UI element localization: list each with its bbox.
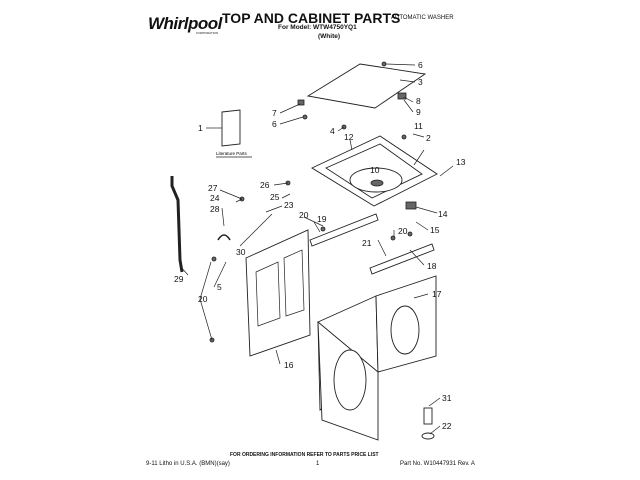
callout-2: 2	[426, 133, 431, 143]
screw	[211, 256, 217, 262]
callout-17: 17	[432, 289, 442, 299]
callout-20a: 20	[299, 210, 309, 220]
callout-7: 7	[272, 108, 277, 118]
rear-panel-rib	[283, 249, 305, 317]
callout-9: 9	[416, 107, 421, 117]
callout-29: 29	[174, 274, 184, 284]
callout-6a: 6	[418, 60, 423, 70]
callout-20c: 20	[198, 294, 208, 304]
callout-23: 23	[284, 200, 294, 210]
product-type: AUTOMATIC WASHER	[391, 15, 454, 21]
screw	[381, 61, 387, 67]
callout-5: 5	[217, 282, 222, 292]
leader-lines	[179, 63, 454, 435]
callout-22: 22	[442, 421, 452, 431]
callout-21: 21	[362, 238, 372, 248]
screw	[407, 231, 413, 237]
callout-31: 31	[442, 393, 452, 403]
rear-panel-rib	[255, 261, 281, 327]
leveling-foot	[421, 432, 435, 440]
page-title: TOP AND CABINET PARTS	[222, 10, 401, 26]
cabinet-front-emboss	[333, 349, 367, 411]
callout-6b: 6	[272, 119, 277, 129]
callout-30: 30	[236, 247, 246, 257]
screw	[401, 134, 407, 140]
callout-13: 13	[456, 157, 466, 167]
literature-booklet	[221, 109, 241, 147]
callout-11: 11	[414, 121, 423, 131]
lid-switch-assembly	[405, 201, 417, 210]
footer-part-number: Part No. W10447931 Rev. A	[400, 461, 475, 467]
callout-20b: 20	[398, 226, 408, 236]
callout-27: 27	[208, 183, 218, 193]
callout-18: 18	[427, 261, 437, 271]
callout-28: 28	[210, 204, 220, 214]
callout-15: 15	[430, 225, 440, 235]
callout-16: 16	[284, 360, 294, 370]
callout-25: 25	[270, 192, 280, 202]
rear-panel	[245, 229, 311, 357]
brand-logo-subtitle: CORPORATION	[196, 31, 219, 35]
callout-26: 26	[260, 180, 270, 190]
literature-label: Literature Parts	[216, 151, 248, 156]
screw	[320, 226, 326, 232]
cabinet-side-emboss	[390, 305, 420, 355]
callout-4: 4	[330, 126, 335, 136]
callout-14: 14	[438, 209, 448, 219]
hinge-bracket	[297, 99, 305, 106]
hinge-bracket	[397, 92, 407, 100]
callout-24: 24	[210, 193, 220, 203]
lid-switch	[370, 179, 384, 187]
brand-logo: Whirlpool	[148, 14, 222, 33]
callout-3: 3	[418, 77, 423, 87]
callout-19: 19	[317, 214, 327, 224]
callout-1: 1	[198, 123, 203, 133]
footer-page-number: 1	[316, 461, 320, 467]
screw	[302, 114, 308, 120]
callout-8: 8	[416, 96, 421, 106]
hose-clip	[217, 234, 231, 241]
color-line: (White)	[318, 33, 341, 40]
top-lid	[306, 63, 427, 109]
callout-10: 10	[370, 165, 380, 175]
hose	[170, 176, 184, 273]
top-brace	[309, 213, 379, 247]
screw	[390, 235, 396, 241]
model-line: For Model: WTW4750YQ1	[278, 24, 357, 31]
ordering-note: FOR ORDERING INFORMATION REFER TO PARTS …	[230, 452, 379, 458]
leveling-leg	[423, 407, 433, 425]
footer-litho: 9-11 Litho in U.S.A. (BMN)(say)	[146, 461, 230, 467]
callout-12: 12	[344, 132, 354, 142]
cabinet-brace	[369, 243, 435, 275]
